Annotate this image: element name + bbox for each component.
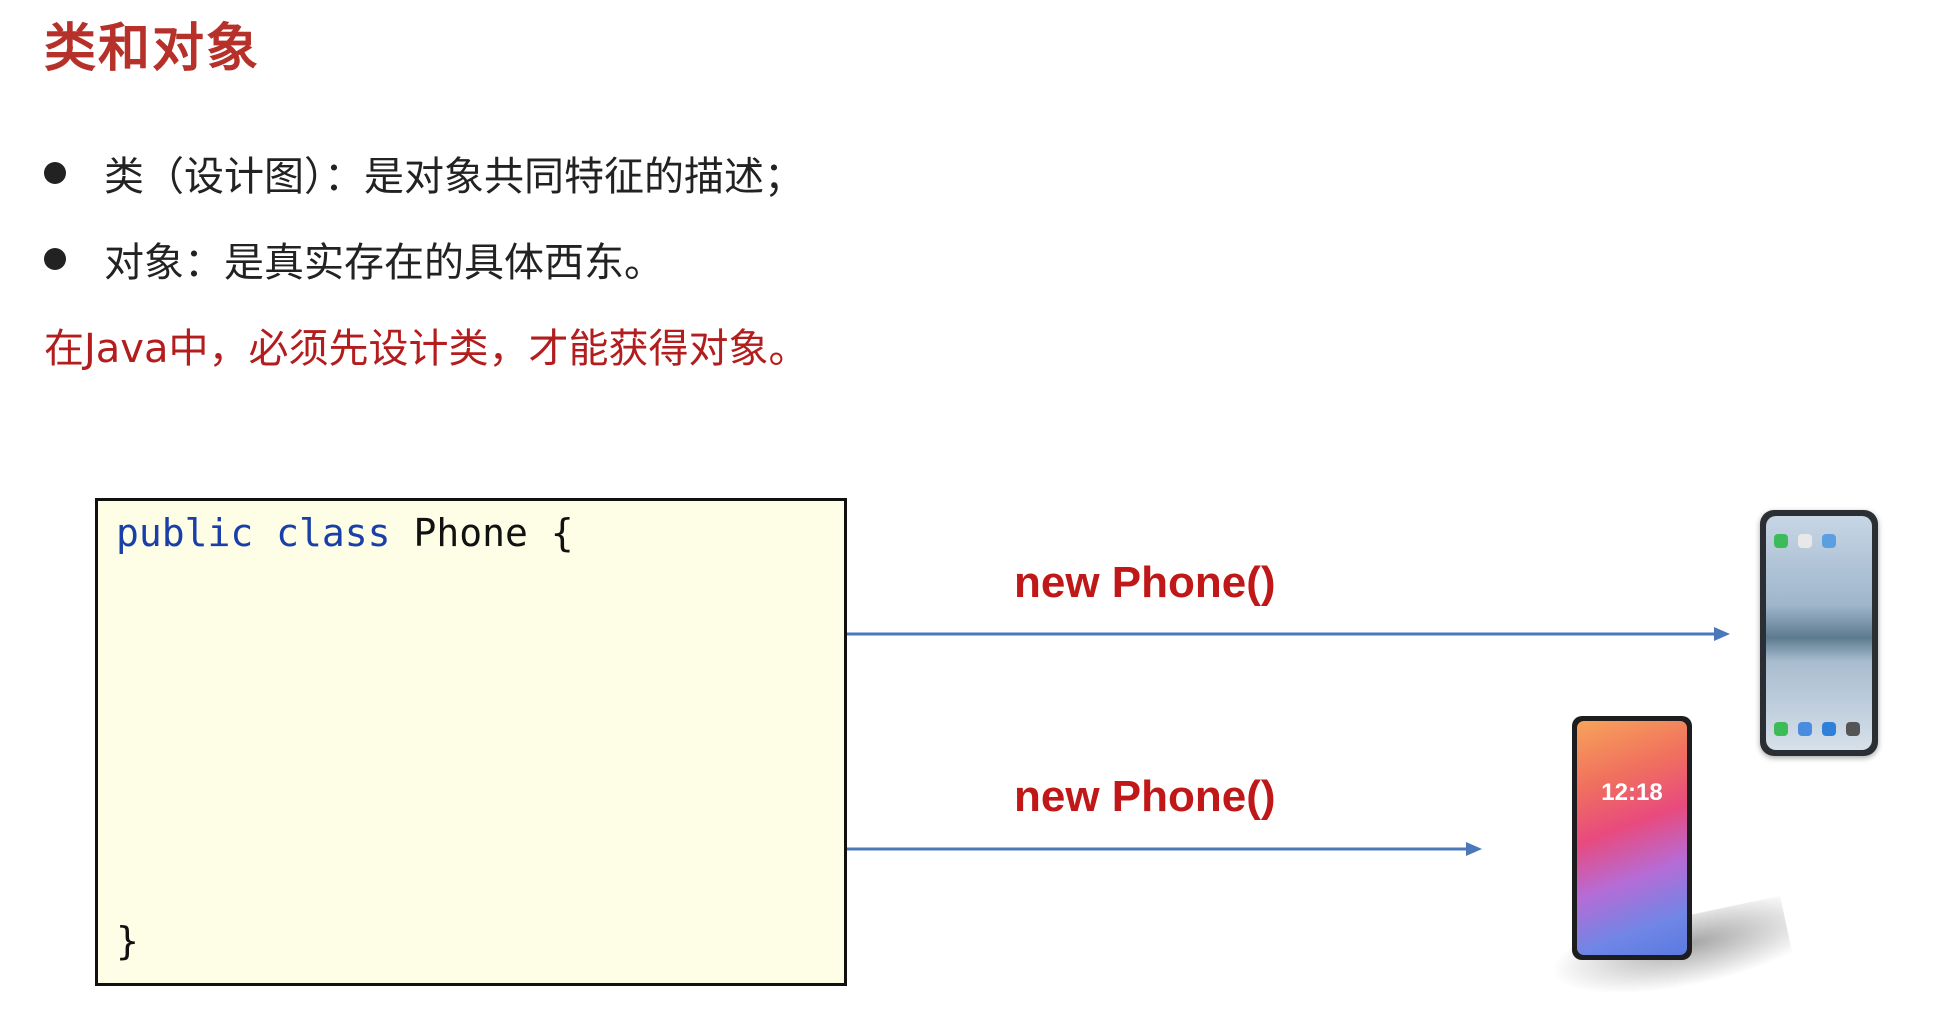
phone-clock: 12:18 [1601,779,1663,806]
app-icon [1822,722,1836,736]
arrow-head-1 [1714,627,1730,641]
java-note: 在Java中，必须先设计类，才能获得对象。 [44,326,809,372]
code-box: public class Phone { } [95,498,847,986]
keyword-class: class [276,511,391,555]
app-icon [1798,534,1812,548]
slide-title: 类和对象 [44,19,261,79]
arrow-head-2 [1466,842,1482,856]
arrow-label-2: new Phone() [1014,772,1276,821]
bullet-class-definition: 类（设计图）：是对象共同特征的描述； [44,144,804,202]
bullet-text: 类（设计图）：是对象共同特征的描述； [104,154,804,200]
bullet-dot-icon [44,162,66,184]
keyword-public: public [116,511,254,555]
bullet-dot-icon [44,248,66,270]
bullet-object-definition: 对象：是真实存在的具体西东。 [44,230,664,288]
bullet-text: 对象：是真实存在的具体西东。 [104,240,664,286]
phone-screen [1766,516,1872,750]
app-icon [1774,722,1788,736]
app-icon [1822,534,1836,548]
arrow-label-1: new Phone() [1014,558,1276,607]
phone-object-2-image: 12:18 [1572,716,1692,960]
phone-screen: 12:18 [1577,721,1687,955]
app-icon [1846,722,1860,736]
class-name: Phone [413,511,528,555]
app-icon [1774,534,1788,548]
code-class-declaration: public class Phone { [116,511,574,555]
close-brace: } [116,919,139,963]
open-brace: { [550,511,574,555]
app-icon [1798,722,1812,736]
phone-object-1-image [1760,510,1878,756]
